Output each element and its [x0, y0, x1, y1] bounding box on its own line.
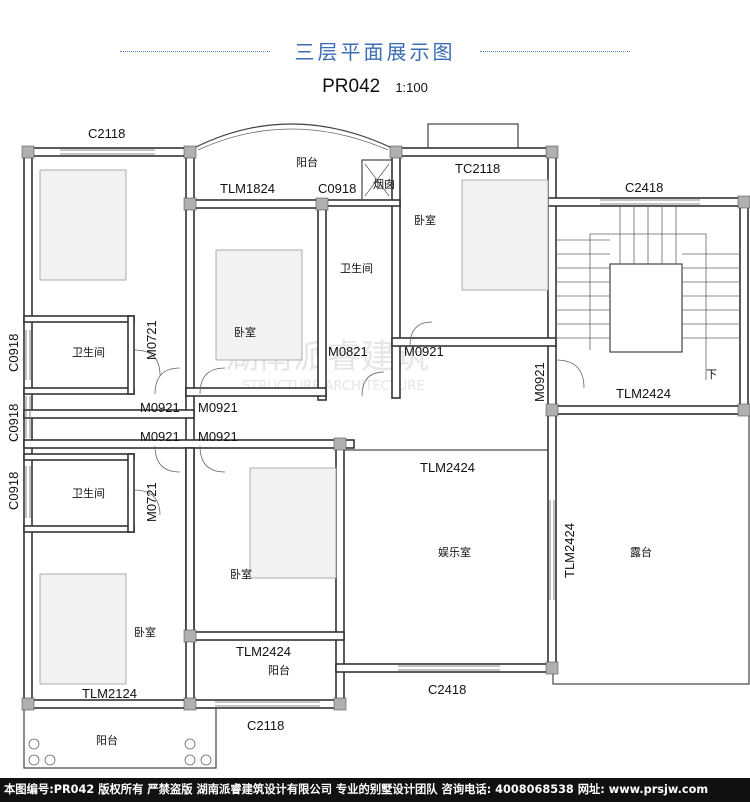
- label-m0921-d: M0921: [198, 429, 238, 444]
- label-m0921-c: M0921: [140, 429, 180, 444]
- title-bar: 三层平面展示图: [0, 30, 750, 70]
- title-rule-left: [120, 51, 270, 52]
- balcony-bay-arc-inner: [197, 128, 389, 151]
- chimney-hatch: [364, 163, 390, 197]
- label-m0921-right-top: M0921: [404, 344, 444, 359]
- room-terrace: 露台: [630, 545, 652, 559]
- label-c0918-mid: C0918: [318, 181, 356, 196]
- label-tlm1824: TLM1824: [220, 181, 275, 196]
- chimney-outline: [361, 159, 393, 201]
- staircase: [556, 206, 740, 380]
- room-bathroom-left-bottom: 卫生间: [72, 486, 105, 500]
- room-bedroom-lower-left: 卧室: [134, 625, 156, 639]
- balcony-bay-arc: [193, 123, 393, 149]
- structural-columns: [21, 145, 750, 711]
- label-c0918-left1: C0918: [6, 334, 21, 372]
- bottom-balcony-outline: [23, 707, 217, 769]
- label-m0921-a: M0921: [140, 400, 180, 415]
- label-m0721-top: M0721: [144, 320, 159, 360]
- page-title: 三层平面展示图: [294, 40, 456, 64]
- title-rule-right: [480, 51, 630, 52]
- label-m0921-b: M0921: [198, 400, 238, 415]
- room-bathroom-mid: 卫生间: [340, 261, 373, 275]
- label-tlm2424-lower: TLM2424: [236, 644, 291, 659]
- beds: [39, 169, 549, 685]
- plan-subtitle: PR042 1:100: [0, 76, 750, 98]
- window-marks: [25, 149, 700, 707]
- entertainment-room-outline: [342, 449, 554, 669]
- label-c2118-top: C2118: [88, 126, 125, 141]
- label-m0921-vertical: M0921: [532, 362, 547, 402]
- label-c0918-left3: C0918: [6, 472, 21, 510]
- label-tlm2424-stair: TLM2424: [616, 386, 671, 401]
- interior-walls: [23, 199, 557, 641]
- label-tlm2124: TLM2124: [82, 686, 137, 701]
- copyright-footer: 本图编号:PR042 版权所有 严禁盗版 湖南派睿建筑设计有限公司 专业的别墅设…: [0, 778, 750, 802]
- room-bedroom-right: 卧室: [414, 213, 436, 227]
- floor-plan: 湖南派睿建筑 STRUCTURE ARCHITECTURE: [6, 123, 750, 769]
- plan-code: PR042: [322, 76, 381, 97]
- label-m0821: M0821: [328, 344, 368, 359]
- room-balcony-bottom: 阳台: [96, 733, 118, 747]
- plan-scale: 1:100: [395, 80, 428, 95]
- top-right-balcony-outline: [427, 123, 519, 149]
- outer-walls: [23, 147, 749, 709]
- label-c2418-right: C2418: [625, 180, 663, 195]
- room-entertainment: 娱乐室: [438, 545, 471, 559]
- room-balcony-top: 阳台: [296, 155, 318, 169]
- label-tlm2424-vertical: TLM2424: [562, 523, 577, 578]
- label-c0918-left2: C0918: [6, 404, 21, 442]
- door-swings: [133, 321, 585, 516]
- label-tc2118: TC2118: [455, 161, 500, 176]
- label-c2418-bottom: C2418: [428, 682, 466, 697]
- room-bathroom-left-top: 卫生间: [72, 345, 105, 359]
- stair-down-label: 下: [706, 368, 717, 381]
- room-bedroom-mid: 卧室: [234, 325, 256, 339]
- balusters: [28, 738, 212, 766]
- label-c2118-bottom: C2118: [247, 718, 284, 733]
- room-chimney: 烟囱: [373, 177, 395, 191]
- label-m0721-bottom: M0721: [144, 482, 159, 522]
- room-balcony-lower: 阳台: [268, 663, 290, 677]
- room-bedroom-lower-mid: 卧室: [230, 567, 252, 581]
- label-tlm2424-ent: TLM2424: [420, 460, 475, 475]
